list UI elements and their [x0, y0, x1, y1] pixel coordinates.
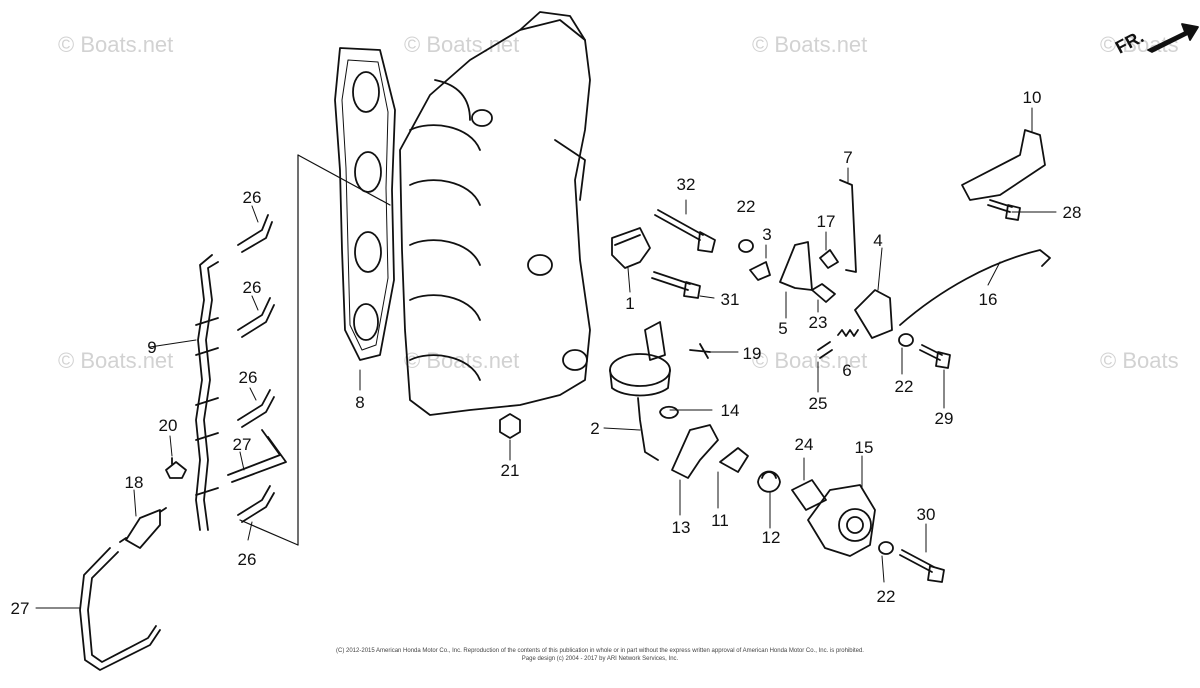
callout-18: 18 [125, 473, 144, 492]
callout-27: 27 [233, 435, 252, 454]
callout-28: 28 [1063, 203, 1082, 222]
callout-30: 30 [917, 505, 936, 524]
part-12-spring [757, 470, 781, 493]
callout-27: 27 [11, 599, 30, 618]
watermark: © Boats.net [752, 32, 868, 57]
callout-20: 20 [159, 416, 178, 435]
callout-labels: 1 2 3 4 5 6 7 8 9 10 11 12 13 14 15 16 1… [11, 88, 1082, 618]
part-26-hose [237, 485, 275, 523]
part-19-bolt [689, 343, 711, 359]
callout-12: 12 [762, 528, 781, 547]
part-20-fitting [165, 457, 187, 479]
callout-11: 11 [711, 511, 729, 530]
callout-26: 26 [243, 278, 262, 297]
callout-5: 5 [778, 319, 787, 338]
part-26-hose [237, 389, 275, 428]
part-8-gasket [334, 47, 396, 361]
intake-manifold [399, 11, 591, 416]
callout-22: 22 [895, 377, 914, 396]
part-27-hose [79, 547, 161, 671]
copyright-note: (C) 2012-2015 American Honda Motor Co., … [336, 648, 864, 654]
watermark: © Boats [1100, 348, 1179, 373]
callout-17: 17 [817, 212, 836, 231]
part-7-rod [839, 179, 857, 273]
callout-24: 24 [795, 435, 814, 454]
callout-21: 21 [501, 461, 520, 480]
part-32-bolt [654, 209, 716, 253]
part-22-washer [878, 541, 894, 555]
callout-26: 26 [239, 368, 258, 387]
callout-14: 14 [721, 401, 740, 420]
callout-13: 13 [672, 518, 691, 537]
callout-1: 1 [625, 294, 634, 313]
part-9-tube-assembly [195, 254, 219, 531]
callout-15: 15 [855, 438, 874, 457]
part-4-lever [854, 289, 893, 339]
callout-9: 9 [147, 338, 156, 357]
part-30-bolt [899, 549, 945, 583]
part-24-collar [791, 479, 827, 511]
callout-26: 26 [238, 550, 257, 569]
part-22-washer [898, 333, 914, 347]
callout-22: 22 [737, 197, 756, 216]
part-18-filter [119, 507, 167, 549]
part-27-hose [227, 429, 287, 483]
callout-6: 6 [842, 361, 851, 380]
part-3-clip [749, 261, 771, 281]
callout-29: 29 [935, 409, 954, 428]
part-10-bracket [961, 129, 1046, 201]
part-26-hose [237, 214, 273, 253]
callout-2: 2 [590, 419, 599, 438]
part-25-pin [817, 341, 833, 359]
part-11-clip [719, 447, 749, 473]
watermark: © Boats.net [58, 348, 174, 373]
callout-22: 22 [877, 587, 896, 606]
part-26-hose [237, 297, 275, 338]
callout-8: 8 [355, 393, 364, 412]
part-29-bolt [919, 344, 951, 369]
part-14-clip [659, 405, 679, 419]
part-13-lever [671, 424, 719, 479]
callout-3: 3 [762, 225, 771, 244]
callout-19: 19 [743, 344, 762, 363]
part-31-bolt [651, 271, 701, 299]
callout-23: 23 [809, 313, 828, 332]
watermark: © Boats.net [404, 32, 520, 57]
page-design-note: Page design (c) 2004 - 2017 by ARI Netwo… [521, 656, 679, 662]
part-28-bolt [987, 199, 1021, 221]
part-5-lever [779, 241, 813, 291]
callout-10: 10 [1023, 88, 1042, 107]
watermark: © Boats.net [752, 348, 868, 373]
part-16-rod [899, 249, 1051, 326]
callout-4: 4 [873, 231, 882, 250]
callout-25: 25 [809, 394, 828, 413]
part-22-washer [738, 239, 754, 253]
callout-7: 7 [843, 148, 852, 167]
part-17-clip [819, 249, 839, 269]
callout-32: 32 [677, 175, 696, 194]
front-arrow-icon [1147, 23, 1199, 53]
watermark: © Boats.net [58, 32, 174, 57]
callout-31: 31 [721, 290, 740, 309]
part-1-clamp [611, 227, 651, 269]
callout-16: 16 [979, 290, 998, 309]
part-2-diaphragm [609, 321, 671, 461]
part-21-nut [499, 413, 521, 439]
callout-26: 26 [243, 188, 262, 207]
part-23-collar [811, 283, 836, 303]
part-6-spring [837, 329, 859, 337]
part-15-cam [807, 484, 876, 557]
